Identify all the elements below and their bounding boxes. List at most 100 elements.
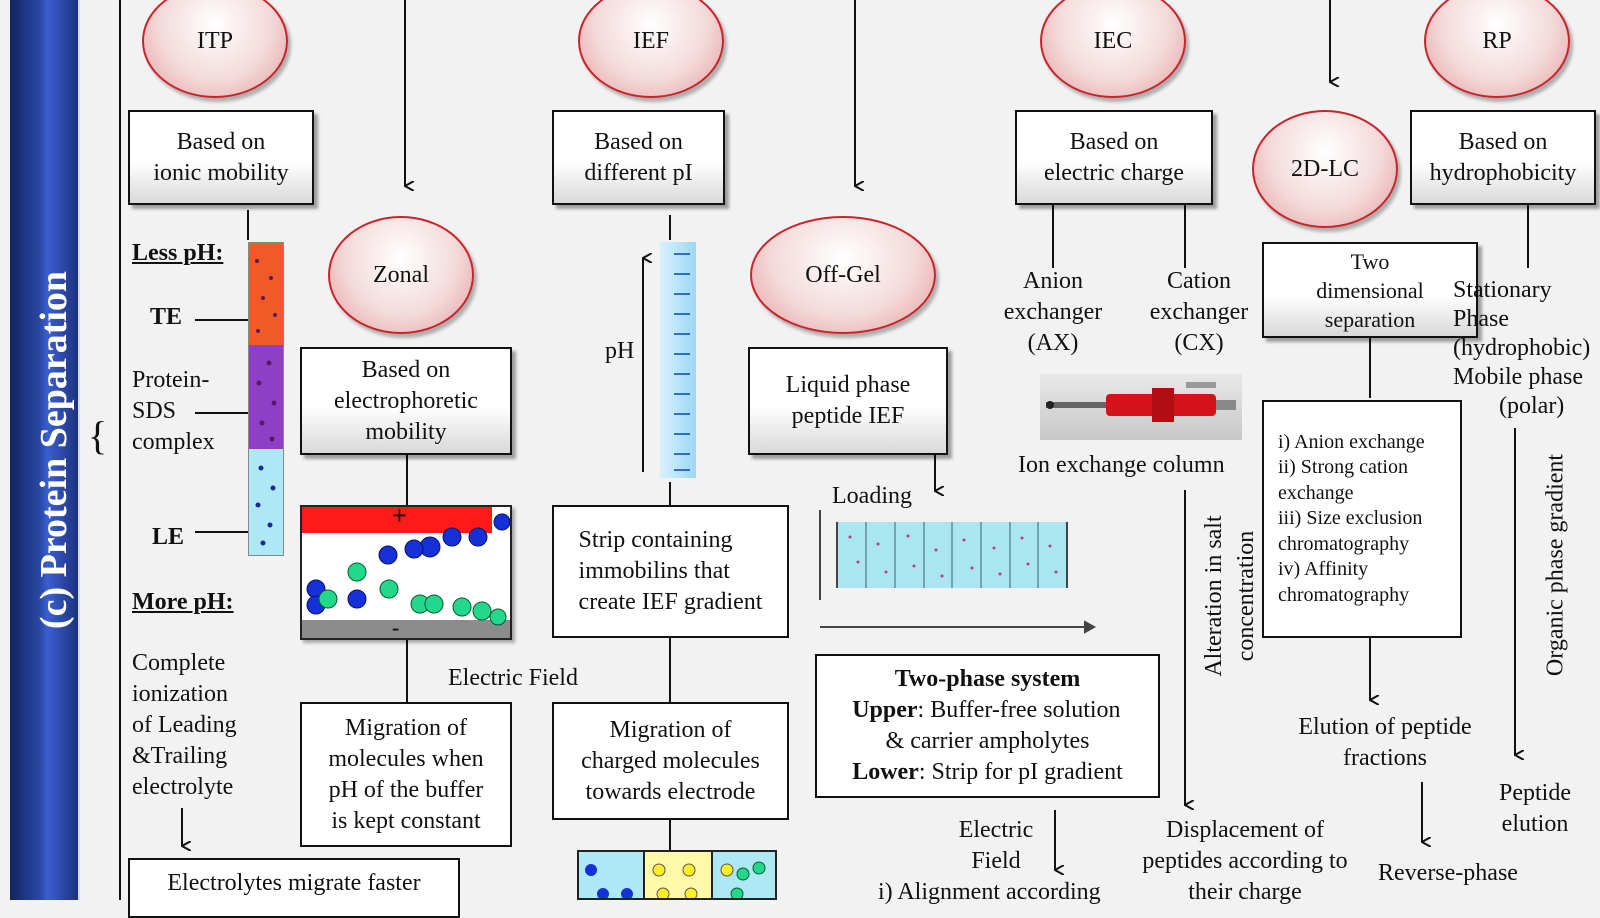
box-line: Based on — [1069, 128, 1159, 155]
te-label: TE — [150, 304, 183, 330]
ph-scale-ticks — [674, 253, 690, 471]
protein-sds-label: Protein- SDS complex — [132, 365, 215, 458]
list-item: iv) Affinity — [1278, 558, 1369, 581]
column-drawing — [1046, 382, 1236, 422]
label-line: fractions — [1343, 745, 1427, 771]
box-line: immobilins that — [578, 558, 730, 584]
label-line: their charge — [1188, 879, 1302, 905]
salt-gradient-label: Alteration in salt concentration — [1198, 515, 1262, 676]
label-line: SDS — [132, 398, 177, 424]
iec-basis-box: Based on electric charge — [1015, 110, 1213, 205]
le-label: LE — [152, 524, 185, 550]
twod-list-box: i) Anion exchange ii) Strong cation exch… — [1262, 400, 1462, 638]
box-line: separation — [1324, 306, 1416, 332]
gel-plus-sign: + — [392, 505, 407, 530]
box-line: Liquid phase — [785, 372, 911, 398]
label-line: Peptide — [1499, 780, 1571, 806]
label-line: &Trailing — [132, 743, 228, 769]
rp-basis-box: Based on hydrophobicity — [1410, 110, 1596, 205]
upper-text-2: & carrier ampholytes — [885, 728, 1090, 754]
list-item: ii) Strong cation — [1278, 456, 1408, 479]
anion-exchanger-label: Anion exchanger (AX) — [1000, 266, 1106, 359]
zonal-oval: Zonal — [328, 216, 474, 334]
sds-zone — [249, 345, 283, 449]
label-line: exchanger — [1149, 299, 1249, 325]
list-item: exchange — [1278, 481, 1354, 504]
box-line: peptide IEF — [791, 403, 905, 429]
gel-particles — [306, 513, 510, 626]
offgel-wells-image — [836, 522, 1068, 588]
box-line: create IEF gradient — [578, 589, 763, 615]
strip-box: Strip containing immobilins that create IE… — [552, 505, 789, 638]
label-line: Electric — [958, 817, 1034, 843]
zonal-gel-image: + - — [300, 505, 512, 640]
alignment-label: i) Alignment according — [878, 879, 1101, 905]
well-middle — [643, 852, 713, 898]
label-line: ionization — [132, 681, 228, 707]
label-line: Protein- — [132, 367, 210, 393]
ief-wells-image — [577, 850, 777, 900]
box-line: charged molecules — [581, 747, 760, 774]
box-line: Migration of — [345, 714, 467, 741]
brace-icon: { — [88, 413, 108, 458]
displacement-label: Displacement of peptides according to th… — [1130, 815, 1360, 908]
box-line: different pI — [584, 159, 693, 186]
label-line: (AX) — [1027, 330, 1079, 356]
lower-text: : Strip for pI gradient — [918, 759, 1123, 785]
box-line: pH of the buffer — [328, 776, 484, 803]
offgel-basis-box: Liquid phase peptide IEF — [748, 347, 948, 455]
list-item: chromatography — [1278, 532, 1410, 555]
label-line: (CX) — [1174, 330, 1224, 356]
box-line: dimensional — [1316, 277, 1424, 303]
box-line: hydrophobicity — [1429, 159, 1577, 186]
well-particles — [585, 861, 766, 898]
label-line: Phase — [1453, 306, 1509, 332]
side-band-edge — [78, 0, 80, 900]
elution-fractions-label: Elution of peptide fractions — [1285, 712, 1485, 774]
stationary-phase-label: Stationary Phase (hydrophobic) Mobile ph… — [1453, 276, 1590, 421]
iec-oval: IEC — [1040, 0, 1186, 98]
label-line: complex — [132, 429, 215, 455]
le-zone — [249, 449, 283, 555]
box-line: Based on — [1458, 128, 1548, 155]
zonal-migration-box: Migration of molecules when pH of the buff… — [300, 702, 512, 847]
label-line: Displacement of — [1166, 817, 1324, 843]
complete-ionization-label: Complete ionization of Leading &Trailing… — [132, 648, 237, 803]
itp-gel-specks — [255, 259, 277, 546]
label-line: (hydrophobic) — [1453, 335, 1591, 361]
box-line: electric charge — [1043, 159, 1185, 186]
twod-separation-box: Two dimensional separation — [1262, 242, 1478, 338]
gel-minus-sign: - — [392, 615, 400, 640]
ief-basis-box: Based on different pI — [552, 110, 725, 205]
label-line: Elution of peptide — [1298, 714, 1472, 740]
upper-text: : Buffer-free solution — [917, 697, 1121, 723]
box-line: Two — [1350, 248, 1390, 274]
section-rule — [119, 0, 121, 900]
electric-field-label: Electric Field — [448, 665, 578, 691]
label-line: Alteration in salt — [1201, 515, 1227, 677]
cation-exchanger-label: Cation exchanger (CX) — [1144, 266, 1254, 359]
ph-label: pH — [605, 338, 635, 364]
offgel-wells — [848, 522, 1058, 588]
box-line: Electrolytes migrate faster — [167, 870, 421, 896]
label-line: Mobile phase — [1453, 364, 1583, 390]
box-line: Based on — [594, 128, 683, 155]
electric-field-2-label: Electric Field — [950, 815, 1042, 877]
box-line: mobility — [365, 418, 447, 445]
loading-label: Loading — [832, 483, 912, 509]
upper-label: Upper — [852, 697, 918, 723]
box-line: is kept constant — [331, 807, 481, 834]
side-band: (c) Protein Separation — [10, 0, 78, 900]
box-line: towards electrode — [585, 778, 756, 805]
ph-scale-strip — [660, 242, 696, 478]
box-line: molecules when — [328, 745, 484, 772]
ief-oval: IEF — [578, 0, 724, 98]
label-line: exchanger — [1003, 299, 1103, 325]
label-line: electrolyte — [132, 774, 234, 800]
label-line: elution — [1501, 811, 1569, 837]
box-line: Strip containing — [578, 527, 733, 553]
